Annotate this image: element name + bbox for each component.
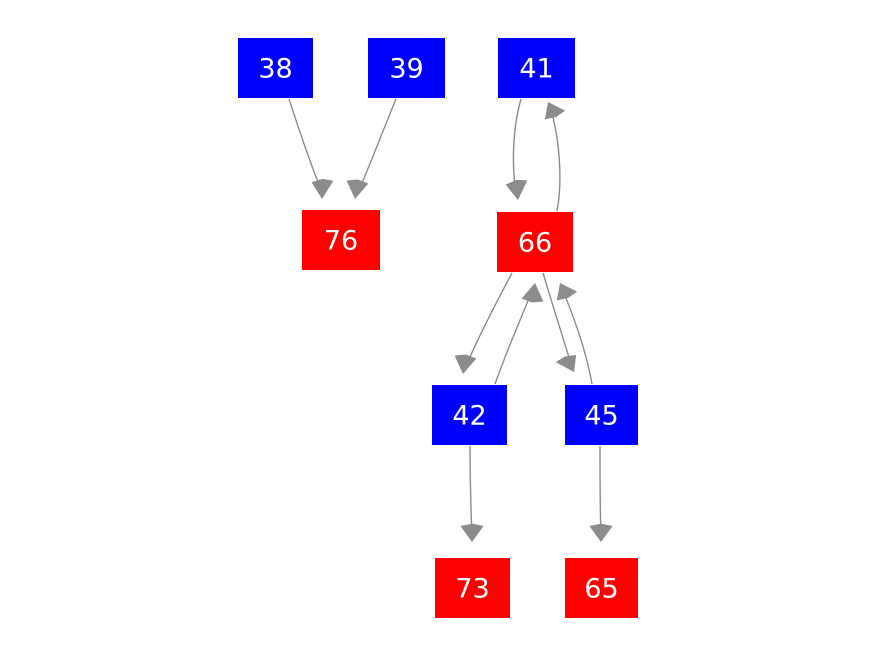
node-label: 42	[452, 401, 486, 432]
edge-line	[494, 290, 533, 385]
edge-41-to-66	[505, 98, 528, 200]
arrowhead-icon	[589, 523, 613, 542]
nodes-layer: 38 39 41 76 66 42 45 73 65	[238, 38, 638, 618]
node-label: 39	[389, 54, 423, 85]
arrowhead-icon	[346, 179, 369, 199]
node-41[interactable]: 41	[498, 38, 575, 98]
node-label: 41	[519, 54, 553, 85]
node-label: 65	[584, 574, 618, 605]
node-box[interactable]	[565, 385, 638, 445]
node-box[interactable]	[435, 558, 510, 618]
arrowhead-icon	[454, 354, 477, 374]
edges-layer	[288, 98, 613, 542]
edge-line	[288, 98, 323, 193]
node-box[interactable]	[565, 558, 638, 618]
edge-line	[512, 98, 522, 193]
edge-42-to-73	[460, 445, 484, 542]
edge-42-to-66	[494, 283, 544, 385]
node-box[interactable]	[432, 385, 507, 445]
edge-line	[469, 445, 473, 535]
edge-line	[562, 290, 593, 385]
edge-39-to-76	[346, 98, 397, 199]
arrowhead-icon	[505, 179, 528, 200]
node-label: 66	[518, 228, 552, 259]
arrowhead-icon	[556, 283, 578, 301]
edge-45-to-66	[556, 283, 593, 385]
arrowhead-icon	[311, 178, 334, 199]
node-label: 38	[258, 54, 292, 85]
arrowhead-icon	[521, 283, 544, 303]
arrowhead-icon	[544, 102, 566, 120]
edge-45-to-65	[589, 445, 613, 542]
arrowhead-icon	[460, 523, 484, 542]
edge-line	[550, 109, 561, 212]
node-42[interactable]: 42	[432, 385, 507, 445]
arrowhead-icon	[555, 354, 577, 372]
edge-line	[542, 272, 572, 365]
node-65[interactable]: 65	[565, 558, 638, 618]
node-box[interactable]	[302, 210, 380, 270]
edge-line	[357, 98, 397, 193]
node-45[interactable]: 45	[565, 385, 638, 445]
edge-line	[599, 445, 602, 535]
edge-66-to-45	[542, 272, 577, 372]
node-66[interactable]: 66	[497, 212, 573, 272]
node-label: 45	[584, 401, 618, 432]
node-38[interactable]: 38	[238, 38, 313, 98]
node-76[interactable]: 76	[302, 210, 380, 270]
node-box[interactable]	[238, 38, 313, 98]
node-label: 73	[455, 574, 489, 605]
node-box[interactable]	[368, 38, 445, 98]
node-box[interactable]	[497, 212, 573, 272]
node-73[interactable]: 73	[435, 558, 510, 618]
node-39[interactable]: 39	[368, 38, 445, 98]
edge-66-to-42	[454, 272, 513, 374]
node-label: 76	[324, 226, 358, 257]
edge-38-to-76	[288, 98, 334, 199]
edge-line	[465, 272, 513, 367]
edge-66-to-41	[544, 102, 566, 212]
node-box[interactable]	[498, 38, 575, 98]
